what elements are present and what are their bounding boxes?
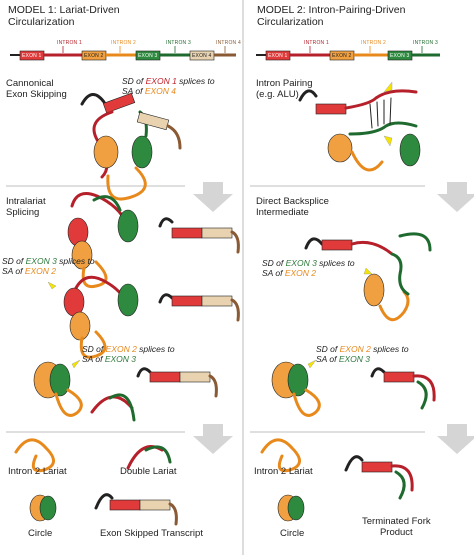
model2-product-terminated-fork: Terminated Fork Product (362, 516, 431, 538)
model1-step3-note: SD of EXON 2 splices to SA of EXON 3 (82, 344, 175, 364)
model2-step3 (271, 361, 436, 417)
model1-title: MODEL 1: Lariat-Driven Circularization (8, 4, 120, 28)
splice-arrow-icon (71, 359, 81, 369)
splice-arrow-icon (383, 81, 393, 93)
model1-exon4-label: EXON 4 (192, 53, 212, 59)
model1-intron1-label: INTRON 1 (57, 40, 82, 46)
model2-exon1-label: EXON 1 (268, 53, 288, 59)
model1-step2-label: Intralariat Splicing (6, 196, 46, 218)
model1-exon1-label: EXON 1 (22, 53, 42, 59)
model1-product-circle: Circle (28, 528, 53, 539)
model1-product-intron2-lariat: Intron 2 Lariat (8, 466, 67, 477)
model1-step1-note: SD of EXON 1 splices to SA of EXON 4 (122, 76, 215, 96)
model1-product-double-lariat: Double Lariat (120, 466, 177, 477)
model1-exon2-label: EXON 2 (84, 53, 104, 59)
model2-step3-note: SD of EXON 2 splices to SA of EXON 3 (316, 344, 409, 364)
model2-products (260, 438, 414, 522)
model2-step2-label: Direct Backsplice Intermediate (256, 196, 329, 218)
splice-arrow-icon (383, 135, 393, 147)
model2-step1-label: Intron Pairing (e.g. ALU) (256, 78, 313, 100)
model2-step2-backsplice (304, 232, 432, 322)
model2-exon3-label: EXON 3 (390, 53, 410, 59)
model1-products (14, 438, 178, 526)
model2-intron3-label: INTRON 3 (413, 40, 438, 46)
model1-step2-lariat (67, 192, 240, 289)
down-arrow-icon (193, 182, 474, 454)
model2-exon2-label: EXON 2 (332, 53, 352, 59)
splice-arrow-icon (307, 359, 317, 369)
model2-intron2-label: INTRON 2 (361, 40, 386, 46)
splice-arrow-icon (363, 267, 373, 275)
model2-intron1-label: INTRON 1 (304, 40, 329, 46)
splice-arrow-icon (47, 281, 57, 290)
model1-gene-structure (10, 46, 236, 61)
model1-exon3-label: EXON 3 (138, 53, 158, 59)
model2-title: MODEL 2: Intron-Pairing-Driven Circulari… (257, 4, 406, 28)
model2-gene-structure (256, 46, 440, 61)
model2-product-intron2-lariat: Intron 2 Lariat (254, 466, 313, 477)
model1-step1-label: Cannonical Exon Skipping (6, 78, 67, 100)
model1-step3 (33, 361, 218, 422)
model1-step1-lariat (80, 92, 182, 201)
model1-step2-note: SD of EXON 3 splices to SA of EXON 2 (2, 256, 95, 276)
model1-step2b-lariat (63, 275, 240, 359)
model2-product-circle: Circle (280, 528, 305, 539)
model1-intron2-label: INTRON 2 (111, 40, 136, 46)
model1-intron3-label: INTRON 3 (166, 40, 191, 46)
model1-intron4-label: INTRON 4 (216, 40, 241, 46)
model2-step1-pairing (298, 89, 421, 172)
model1-product-exon-skipped: Exon Skipped Transcript (100, 528, 203, 539)
model2-step2-note: SD of EXON 3 splices to SA of EXON 2 (262, 258, 355, 278)
